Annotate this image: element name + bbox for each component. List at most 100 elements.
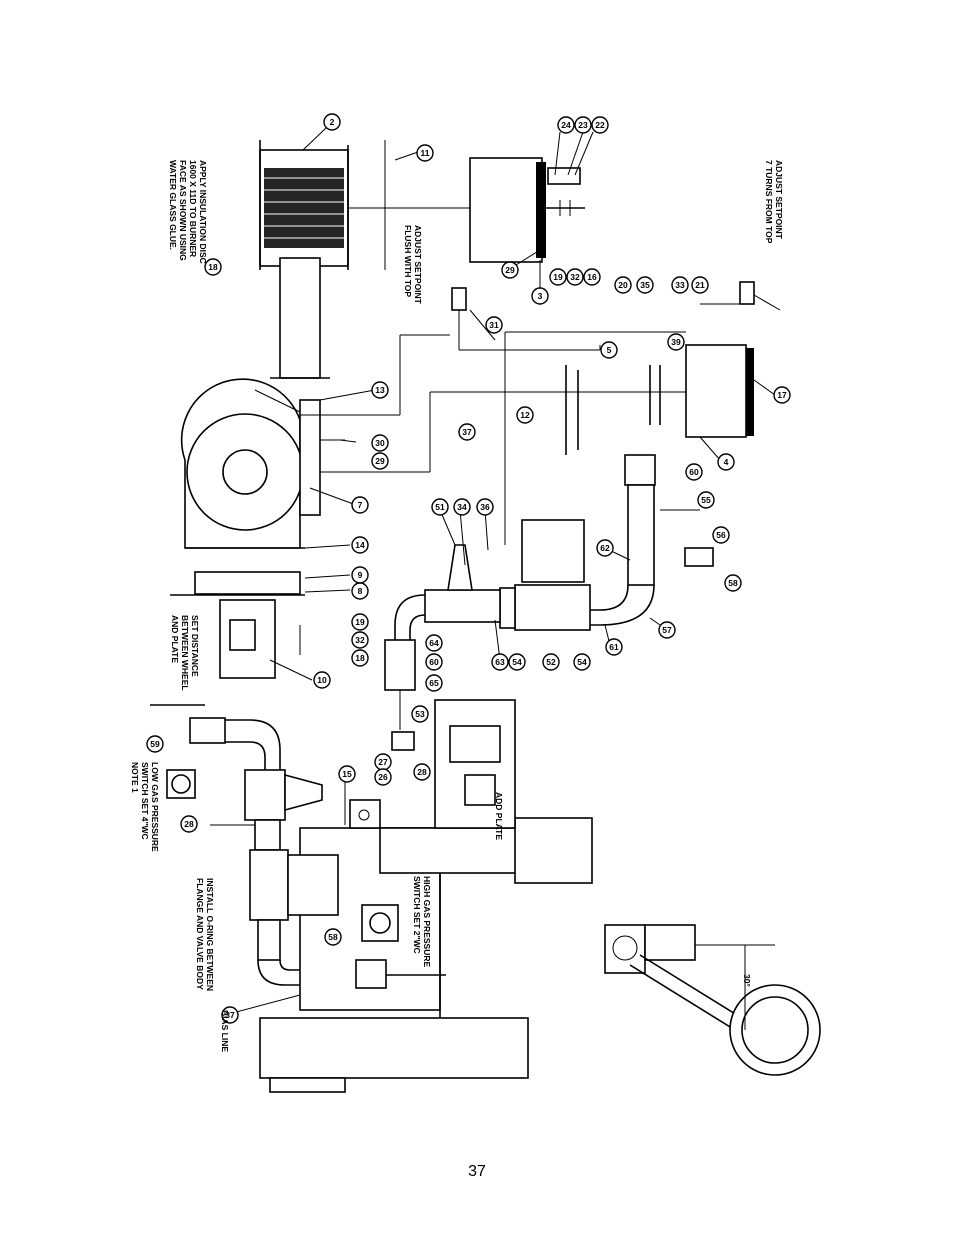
svg-text:4: 4 bbox=[724, 457, 729, 467]
balloon: 16 bbox=[583, 268, 601, 286]
svg-text:65: 65 bbox=[429, 678, 439, 688]
svg-text:LOW GAS PRESSURE: LOW GAS PRESSURE bbox=[150, 762, 160, 852]
svg-text:59: 59 bbox=[150, 739, 160, 749]
svg-text:30: 30 bbox=[375, 438, 385, 448]
svg-text:5: 5 bbox=[607, 345, 612, 355]
svg-text:WATER GLASS GLUE.: WATER GLASS GLUE. bbox=[168, 160, 178, 250]
gas-train bbox=[384, 332, 714, 751]
svg-text:51: 51 bbox=[435, 502, 445, 512]
svg-text:22: 22 bbox=[595, 120, 605, 130]
svg-text:37: 37 bbox=[462, 427, 472, 437]
svg-text:2: 2 bbox=[330, 117, 335, 127]
svg-text:SET DISTANCE: SET DISTANCE bbox=[190, 615, 200, 677]
balloon: 62 bbox=[596, 539, 614, 557]
svg-text:39: 39 bbox=[671, 337, 681, 347]
svg-text:37: 37 bbox=[225, 1010, 235, 1020]
balloon: 63 bbox=[491, 653, 509, 671]
svg-text:52: 52 bbox=[546, 657, 556, 667]
balloon: 35 bbox=[636, 276, 654, 294]
svg-text:55: 55 bbox=[701, 495, 711, 505]
balloon: 7 bbox=[351, 496, 369, 514]
balloon: 26 bbox=[374, 768, 392, 786]
svg-text:20: 20 bbox=[618, 280, 628, 290]
svg-text:SWITCH SET 4"WC: SWITCH SET 4"WC bbox=[140, 762, 150, 840]
balloon: 54 bbox=[508, 653, 526, 671]
balloon: 2 bbox=[323, 113, 341, 131]
svg-text:ADJUST SETPOINT: ADJUST SETPOINT bbox=[774, 160, 784, 240]
balloon: 19 bbox=[351, 613, 369, 631]
lower-gas-train bbox=[150, 704, 446, 989]
balloon: 17 bbox=[773, 386, 791, 404]
balloon: 19 bbox=[549, 268, 567, 286]
svg-text:7: 7 bbox=[358, 500, 363, 510]
svg-text:64: 64 bbox=[429, 638, 439, 648]
balloon: 13 bbox=[371, 381, 389, 399]
svg-text:7 TURNS FROM TOP: 7 TURNS FROM TOP bbox=[764, 160, 774, 244]
balloon: 28 bbox=[413, 763, 431, 781]
svg-text:11: 11 bbox=[421, 148, 430, 158]
burner-head-assembly bbox=[430, 281, 755, 455]
balloon-callouts: 2 11 22 23 24 29 3 16 32 19 18 31 21 33 … bbox=[146, 113, 791, 1024]
balloon: 28 bbox=[180, 815, 198, 833]
balloon: 39 bbox=[667, 333, 685, 351]
balloon: 4 bbox=[717, 453, 735, 471]
balloon: 56 bbox=[712, 526, 730, 544]
note-high-gas: HIGH GAS PRESSURE SWITCH SET 2"WC bbox=[412, 876, 432, 967]
svg-text:26: 26 bbox=[378, 772, 388, 782]
svg-text:28: 28 bbox=[184, 819, 194, 829]
note-oring: INSTALL O-RING BETWEEN FLANGE AND VALVE … bbox=[195, 878, 215, 991]
svg-text:NOTE 1: NOTE 1 bbox=[130, 762, 140, 793]
balloon: 57 bbox=[658, 621, 676, 639]
balloon: 33 bbox=[671, 276, 689, 294]
note-set-distance: SET DISTANCE BETWEEN WHEEL AND PLATE bbox=[170, 615, 200, 691]
balloon: 61 bbox=[605, 638, 623, 656]
svg-text:15: 15 bbox=[342, 769, 352, 779]
svg-text:SWITCH SET 2"WC: SWITCH SET 2"WC bbox=[412, 876, 422, 954]
balloon: 30 bbox=[371, 434, 389, 452]
svg-text:APPLY INSULATION DISC: APPLY INSULATION DISC bbox=[198, 160, 208, 264]
balloon: 18 bbox=[204, 258, 222, 276]
balloon: 11 bbox=[416, 144, 434, 162]
balloon: 15 bbox=[338, 765, 356, 783]
svg-text:32: 32 bbox=[570, 272, 580, 282]
svg-text:54: 54 bbox=[577, 657, 587, 667]
svg-text:57: 57 bbox=[662, 625, 672, 635]
svg-text:FACE AS SHOWN USING: FACE AS SHOWN USING bbox=[178, 160, 188, 261]
svg-text:AND PLATE: AND PLATE bbox=[170, 615, 180, 663]
svg-text:18: 18 bbox=[208, 262, 218, 272]
balloon: 36 bbox=[476, 498, 494, 516]
svg-text:53: 53 bbox=[415, 709, 425, 719]
balloon: 23 bbox=[574, 116, 592, 134]
svg-text:3: 3 bbox=[538, 291, 543, 301]
balloon: 64 bbox=[425, 634, 443, 652]
pilot-assembly bbox=[469, 157, 585, 263]
svg-text:61: 61 bbox=[609, 642, 619, 652]
balloon: 58 bbox=[324, 928, 342, 946]
svg-text:62: 62 bbox=[600, 543, 610, 553]
balloon: 12 bbox=[516, 406, 534, 424]
balloon: 27 bbox=[374, 753, 392, 771]
balloon: 60 bbox=[425, 653, 443, 671]
svg-text:27: 27 bbox=[378, 757, 388, 767]
balloon: 29 bbox=[371, 452, 389, 470]
svg-text:23: 23 bbox=[578, 120, 588, 130]
svg-text:21: 21 bbox=[695, 280, 705, 290]
svg-text:63: 63 bbox=[495, 657, 505, 667]
svg-text:17: 17 bbox=[777, 390, 787, 400]
svg-text:54: 54 bbox=[512, 657, 522, 667]
svg-text:35: 35 bbox=[640, 280, 650, 290]
svg-text:HIGH GAS PRESSURE: HIGH GAS PRESSURE bbox=[422, 876, 432, 967]
svg-text:31: 31 bbox=[489, 320, 499, 330]
note-plate: ADD PLATE bbox=[494, 792, 504, 840]
balloon: 20 bbox=[614, 276, 632, 294]
svg-text:13: 13 bbox=[375, 385, 385, 395]
balloon: 32 bbox=[566, 268, 584, 286]
svg-text:FLUSH WITH TOP: FLUSH WITH TOP bbox=[403, 225, 413, 297]
svg-text:14: 14 bbox=[355, 540, 365, 550]
svg-text:19: 19 bbox=[553, 272, 563, 282]
svg-text:8: 8 bbox=[358, 586, 363, 596]
balloon: 9 bbox=[351, 566, 369, 584]
svg-text:1600 X 11D TO BURNER: 1600 X 11D TO BURNER bbox=[188, 160, 198, 257]
note-setpoint-flush: ADJUST SETPOINT FLUSH WITH TOP bbox=[403, 225, 423, 305]
